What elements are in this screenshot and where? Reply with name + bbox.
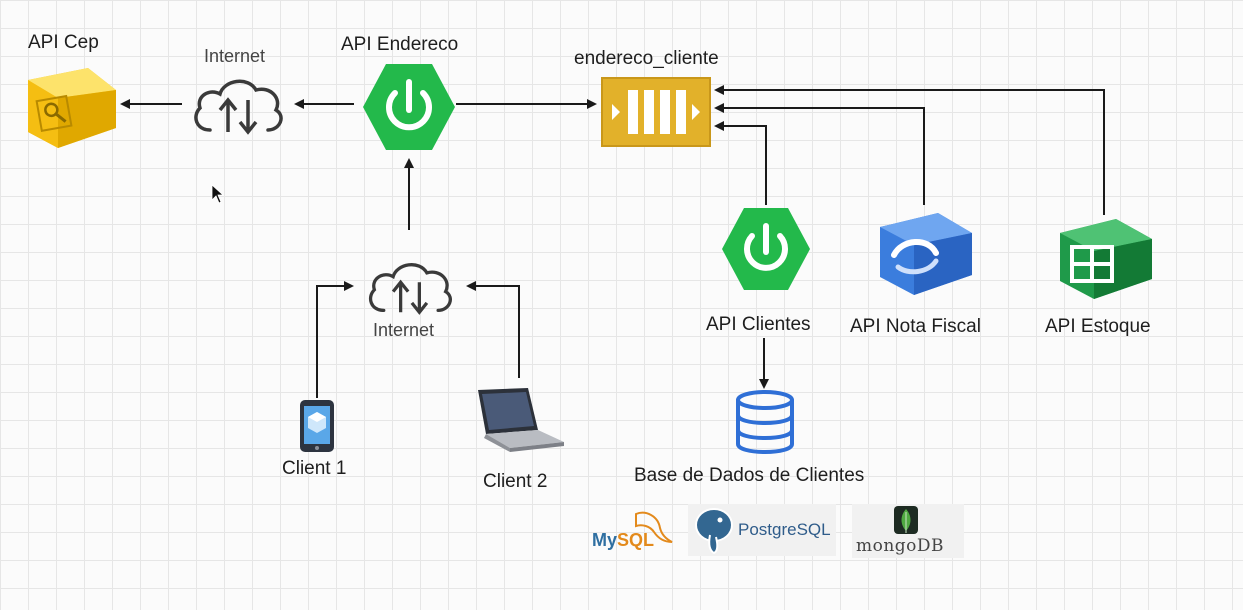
- database-icon[interactable]: [733, 390, 797, 456]
- cloud-functions-icon[interactable]: [872, 205, 976, 301]
- edge-apiclientes-to-queue: [714, 121, 767, 205]
- client-2-label: Client 2: [483, 471, 548, 492]
- edge-client1-to-internet: [316, 281, 354, 398]
- internet-top-label: Internet: [204, 46, 266, 66]
- edge-notafiscal-to-queue: [714, 103, 925, 205]
- api-endereco-label: API Endereco: [341, 34, 459, 55]
- postgresql-text: PostgreSQL: [738, 520, 831, 539]
- elephant-icon: [695, 508, 733, 555]
- spring-power-icon[interactable]: [360, 60, 458, 154]
- mysql-text-accent: SQL: [617, 530, 655, 550]
- queue-icon[interactable]: [600, 76, 712, 148]
- mysql-text-main: My: [592, 530, 618, 550]
- api-estoque-label: API Estoque: [1045, 316, 1151, 337]
- mobile-phone-icon[interactable]: [298, 398, 336, 454]
- client-1-label: Client 1: [282, 458, 347, 479]
- laptop-icon[interactable]: [472, 386, 566, 452]
- leaf-icon: [894, 506, 918, 534]
- cloud-upload-download-icon[interactable]: [190, 72, 286, 136]
- api-clientes-label: API Clientes: [706, 314, 811, 335]
- endereco-cliente-label: endereco_cliente: [574, 48, 719, 69]
- mysql-logo: MySQL: [588, 506, 676, 556]
- api-gateway-icon[interactable]: [18, 62, 118, 154]
- postgresql-logo: PostgreSQL: [688, 504, 836, 556]
- internet-bottom-label: Internet: [373, 320, 435, 340]
- dolphin-icon: [635, 511, 673, 543]
- cloud-upload-download-icon[interactable]: [364, 256, 456, 316]
- mongodb-logo: mongoDB: [852, 504, 964, 558]
- edge-client2-to-internet: [466, 281, 520, 378]
- spreadsheet-icon[interactable]: [1054, 213, 1156, 305]
- spring-power-icon[interactable]: [720, 205, 812, 293]
- mongodb-text: mongoDB: [856, 536, 945, 556]
- api-cep-label: API Cep: [28, 32, 99, 53]
- database-label: Base de Dados de Clientes: [634, 465, 865, 486]
- api-nota-fiscal-label: API Nota Fiscal: [850, 316, 981, 337]
- mouse-cursor-icon: [211, 184, 223, 204]
- edge-estoque-to-queue: [714, 85, 1105, 215]
